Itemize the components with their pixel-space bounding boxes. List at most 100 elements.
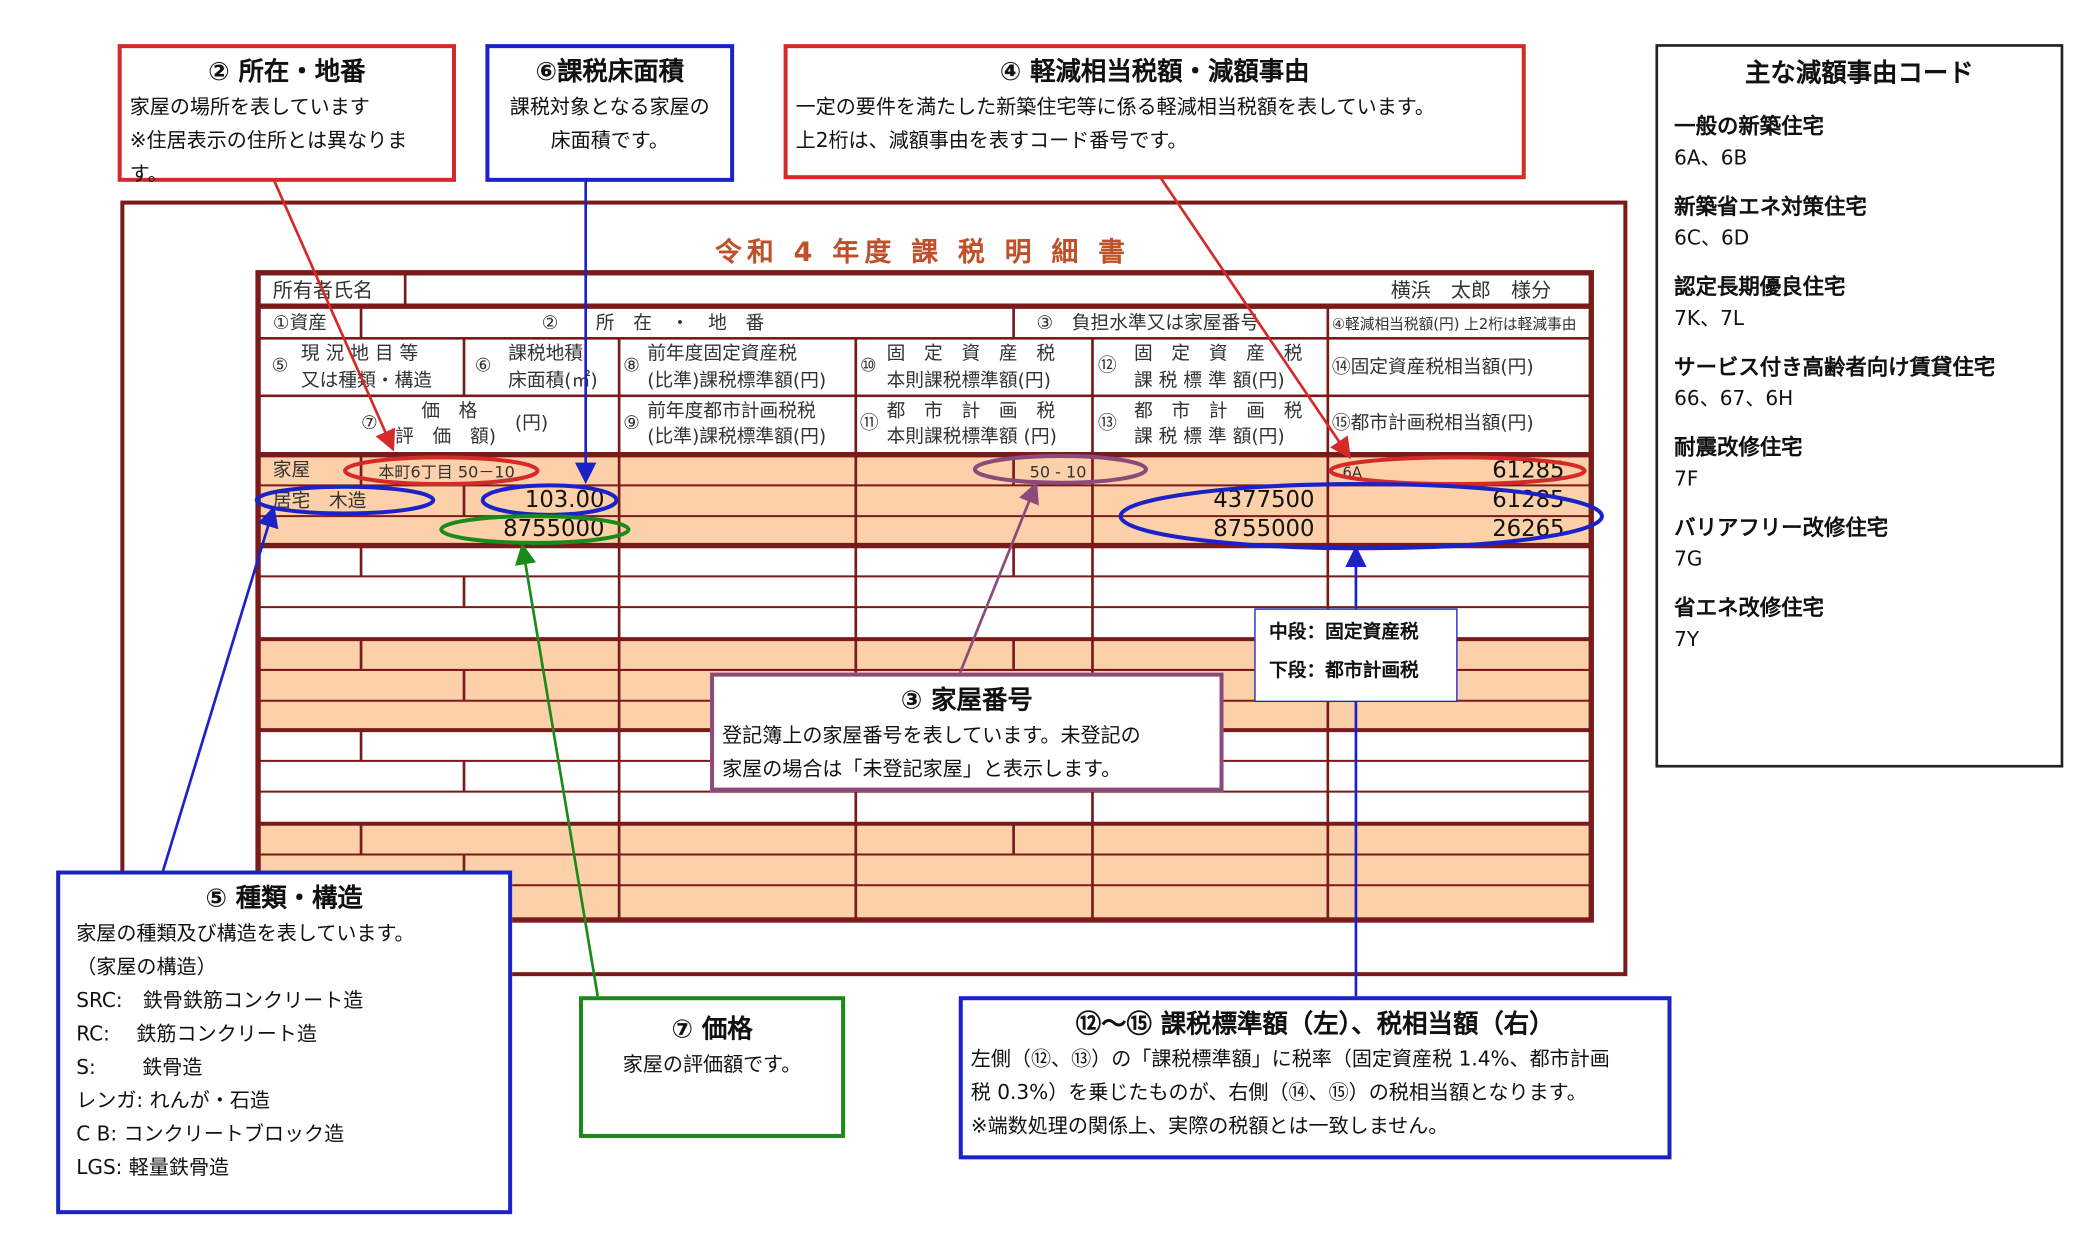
callout-price-title: ⑦ 価格 (671, 1014, 753, 1045)
callout-location-title: ② 所在・地番 (208, 57, 366, 87)
reduction-amount: 61285 (1492, 457, 1565, 485)
header-12-num: ⑫ (1097, 355, 1117, 378)
header-7-unit: (円) (514, 413, 549, 435)
callout-type-structure-title: ⑤ 種類・構造 (205, 883, 363, 914)
callout-tax-base: ⑫〜⑮ 課税標準額（左）、税相当額（右） 左側（⑫、⑬）の「課税標準額」に税率（… (958, 996, 1672, 1160)
fixed-tax-base-value: 4377500 (1213, 486, 1315, 514)
tier-bottom-label: 下段：都市計画税 (1269, 660, 1419, 682)
header-13-line1: 都 市 計 画 税 (1133, 401, 1303, 423)
legend-item-codes: 6A、6B (1674, 145, 1748, 170)
tier-middle-label: 中段：固定資産税 (1269, 621, 1419, 644)
header-7-line2: (評 価 額) (387, 426, 497, 448)
header-location: ② 所 在 ・ 地 番 (541, 312, 765, 335)
legend-item-label: 一般の新築住宅 (1674, 113, 1824, 140)
legend-item-label: 認定長期優良住宅 (1674, 274, 1846, 300)
header-14: ⑭固定資産税相当額(円) (1331, 357, 1534, 379)
callout-type-structure-line: C B: コンクリートブロック造 (76, 1121, 345, 1146)
floor-area-value: 103.00 (524, 486, 605, 514)
callout-type-structure: ⑤ 種類・構造 家屋の種類及び構造を表しています。 （家屋の構造） SRC: 鉄… (56, 870, 513, 1215)
house-number-value: 50 - 10 (1029, 462, 1087, 482)
header-5-line1: 現 況 地 目 等 (300, 343, 419, 366)
type-structure-value: 居宅 木造 (272, 490, 367, 513)
header-6-num: ⑥ (474, 355, 492, 378)
callout-reduction-title: ④ 軽減相当税額・減額事由 (999, 57, 1310, 87)
legend-item-codes: 7Y (1674, 627, 1700, 652)
fixed-tax-amount-value: 61285 (1492, 486, 1565, 514)
callout-type-structure-line: SRC: 鉄骨鉄筋コンクリート造 (76, 988, 364, 1013)
callout-tax-base-line: 左側（⑫、⑬）の「課税標準額」に税率（固定資産税 1.4%、都市計画 (970, 1047, 1610, 1072)
callout-floor-area-title: ⑥課税床面積 (535, 57, 685, 87)
legend-item-codes: 6C、6D (1674, 225, 1750, 251)
owner-label: 所有者氏名 (272, 278, 374, 303)
header-6-line1: 課税地積 (508, 343, 584, 366)
asset-value: 家屋 (272, 459, 311, 482)
header-13-line2: 課 税 標 準 額(円) (1133, 426, 1285, 448)
callout-floor-area-line: 床面積です。 (550, 128, 669, 153)
header-7-num: ⑦ (361, 413, 378, 435)
callout-type-structure-line: レンガ: れんが・石造 (76, 1088, 270, 1113)
header-9-num: ⑨ (623, 413, 640, 435)
header-burden: ③ 負担水準又は家屋番号 (1036, 312, 1260, 335)
header-15: ⑮都市計画税相当額(円) (1331, 413, 1534, 435)
form-title: 令和 4 年度 課 税 明 細 書 (714, 235, 1131, 268)
legend-item-label: サービス付き高齢者向け賃貸住宅 (1674, 354, 1996, 380)
callout-price-line: 家屋の評価額です。 (622, 1052, 802, 1077)
legend-item-codes: 66、67、6H (1674, 386, 1794, 411)
callout-reduction: ④ 軽減相当税額・減額事由 一定の要件を満たした新築住宅等に係る軽減相当税額を表… (783, 44, 1526, 180)
header-11-num: ⑪ (859, 413, 879, 435)
header-11-line2: 本則課税標準額 (円) (886, 426, 1057, 448)
header-7-line1: 価 格 (421, 401, 478, 423)
header-5-line2: 又は種類・構造 (300, 370, 432, 392)
form-frame (120, 200, 1628, 977)
callout-house-number-line: 家屋の場合は「未登記家屋」と表示します。 (722, 756, 1122, 781)
callout-tax-base-title: ⑫〜⑮ 課税標準額（左）、税相当額（右） (1075, 1009, 1555, 1040)
callout-type-structure-line: （家屋の構造） (76, 954, 217, 979)
legend-title: 主な減額事由コード (1745, 58, 1974, 89)
location-value: 本町6丁目 50－10 (378, 462, 515, 482)
callout-tax-base-line: ※端数処理の関係上、実際の税額とは一致しません。 (970, 1113, 1449, 1138)
legend-item-label: 新築省エネ対策住宅 (1674, 193, 1867, 220)
header-8-num: ⑧ (623, 355, 640, 378)
reduction-code-legend: 主な減額事由コード 一般の新築住宅 6A、6B 新築省エネ対策住宅 6C、6D … (1655, 44, 2064, 768)
callout-reduction-line: 一定の要件を満たした新築住宅等に係る軽減相当税額を表しています。 (795, 94, 1435, 120)
header-10-line2: 本則課税標準額(円) (886, 370, 1051, 392)
callout-type-structure-line: S: 鉄骨造 (76, 1055, 203, 1080)
legend-item-codes: 7F (1674, 466, 1699, 491)
header-9-line2: (比準)課税標準額(円) (647, 426, 827, 448)
legend-item-label: バリアフリー改修住宅 (1674, 514, 1889, 541)
header-reduction: ④軽減相当税額(円) 上2桁は軽減事由 (1331, 315, 1577, 333)
header-10-num: ⑩ (859, 355, 877, 378)
callout-floor-area: ⑥課税床面積 課税対象となる家屋の 床面積です。 (485, 44, 735, 182)
callout-house-number-title: ③ 家屋番号 (900, 685, 1033, 716)
legend-item-label: 耐震改修住宅 (1674, 434, 1803, 460)
callout-tiers: 中段：固定資産税 下段：都市計画税 (1254, 608, 1458, 703)
owner-name: 横浜 太郎 様分 (1390, 278, 1552, 303)
header-8-line2: (比準)課税標準額(円) (647, 370, 827, 392)
callout-reduction-line: 上2桁は、減額事由を表すコード番号です。 (795, 128, 1188, 153)
legend-item-codes: 7G (1674, 546, 1703, 571)
callout-type-structure-line: LGS: 軽量鉄骨造 (76, 1155, 230, 1180)
legend-item-label: 省エネ改修住宅 (1674, 595, 1824, 621)
city-tax-amount-value: 26265 (1492, 516, 1565, 543)
header-9-line1: 前年度都市計画税税 (647, 401, 816, 423)
header-11-line1: 都 市 計 画 税 (886, 401, 1056, 423)
reduction-code: 6A (1342, 464, 1362, 482)
header-12-line1: 固 定 資 産 税 (1133, 343, 1303, 366)
header-10-line1: 固 定 資 産 税 (886, 343, 1056, 366)
callout-floor-area-line: 課税対象となる家屋の (509, 94, 710, 120)
callout-location-line: 家屋の場所を表しています (129, 94, 370, 120)
header-12-line2: 課 税 標 準 額(円) (1133, 370, 1285, 392)
callout-location: ② 所在・地番 家屋の場所を表しています ※住居表示の住所とは異なります。 (117, 44, 456, 186)
callout-price: ⑦ 価格 家屋の評価額です。 (579, 996, 846, 1138)
header-13-num: ⑬ (1097, 413, 1117, 435)
callout-house-number: ③ 家屋番号 登記簿上の家屋番号を表しています。未登記の 家屋の場合は「未登記家… (710, 672, 1224, 792)
city-tax-base-value: 8755000 (1213, 516, 1315, 543)
header-5-num: ⑤ (271, 355, 289, 378)
callout-type-structure-line: 家屋の種類及び構造を表しています。 (76, 921, 415, 946)
callout-type-structure-line: RC: 鉄筋コンクリート造 (76, 1021, 317, 1046)
price-value: 8755000 (503, 516, 605, 543)
header-6-line2: 床面積(㎡) (508, 370, 598, 392)
header-asset: ①資産 (272, 312, 328, 335)
legend-item-codes: 7K、7L (1674, 306, 1745, 331)
